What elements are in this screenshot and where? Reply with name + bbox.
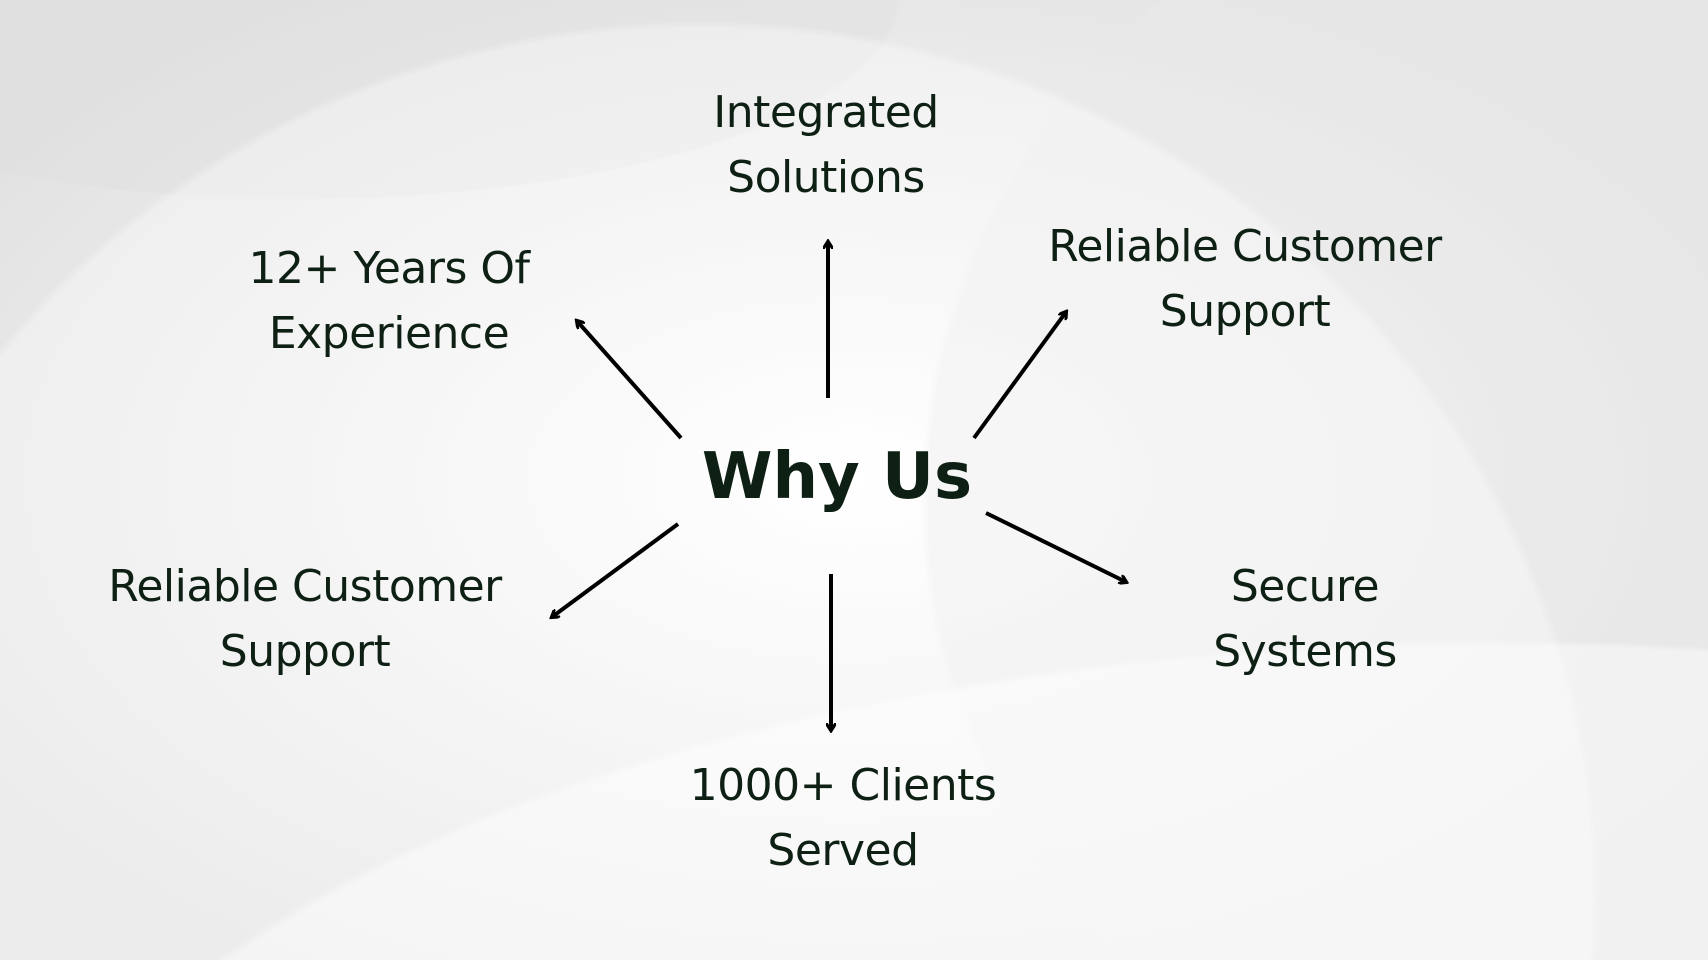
- node-line: Solutions: [727, 152, 925, 203]
- node-support-right: Reliable Customer Support: [1048, 214, 1442, 344]
- node-line: Support: [1159, 286, 1331, 337]
- node-line: Support: [219, 626, 391, 677]
- node-secure-systems: Secure Systems: [1213, 554, 1397, 684]
- arrow-up-right: [972, 312, 1066, 440]
- node-line: 12+ Years Of: [248, 243, 530, 294]
- node-clients-served: 1000+ Clients Served: [690, 753, 997, 883]
- node-line: 1000+ Clients: [689, 760, 997, 811]
- node-line: Reliable Customer: [1048, 221, 1442, 272]
- node-line: Reliable Customer: [108, 561, 502, 612]
- node-line: Systems: [1213, 626, 1397, 677]
- node-line: Served: [767, 825, 919, 876]
- arrow-up-left: [577, 321, 683, 440]
- node-support-left: Reliable Customer Support: [108, 554, 502, 684]
- center-title: Why Us: [701, 440, 973, 514]
- arrow-down-left: [552, 522, 680, 617]
- arrow-down-right: [985, 511, 1126, 582]
- node-integrated-solutions: Integrated Solutions: [713, 80, 939, 210]
- node-line: Experience: [268, 308, 510, 359]
- node-experience: 12+ Years Of Experience: [248, 236, 530, 366]
- node-line: Secure: [1230, 561, 1380, 612]
- node-line: Integrated: [713, 87, 939, 138]
